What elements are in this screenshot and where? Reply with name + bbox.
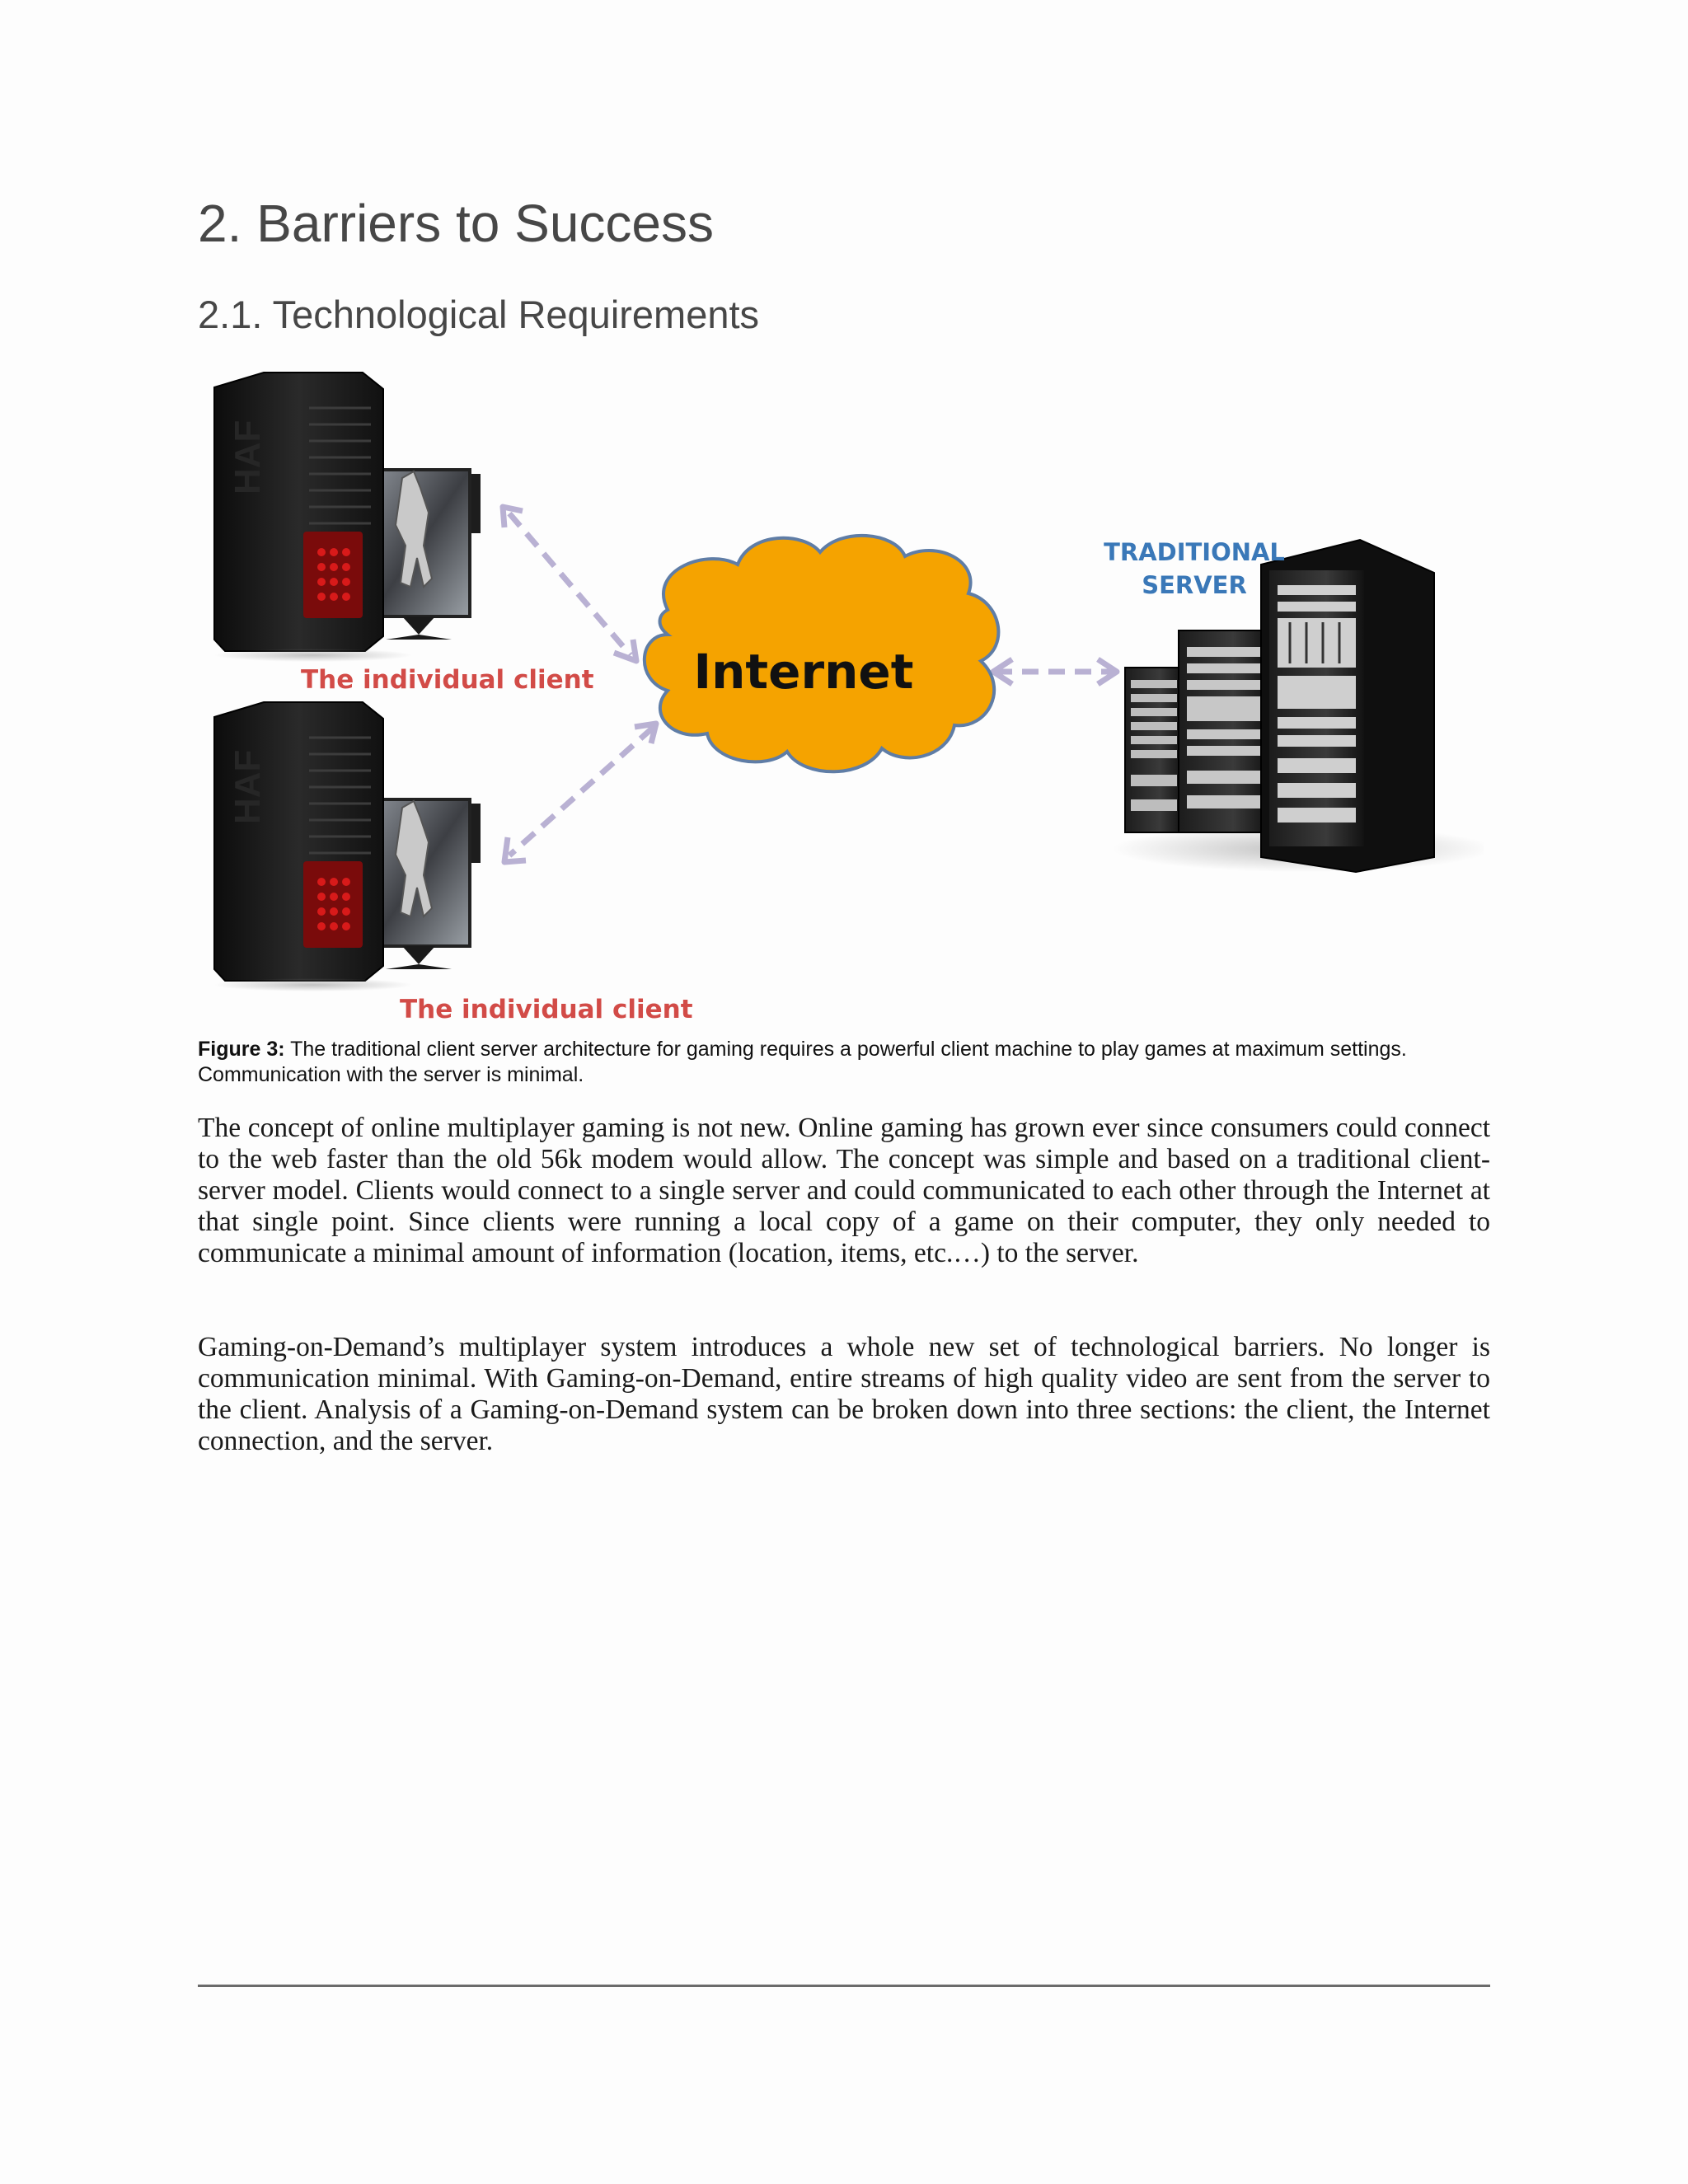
red-fan-grille — [303, 861, 363, 948]
client-server-figure: HAF The individual client — [198, 363, 1484, 1022]
server-rack-large — [1261, 540, 1434, 872]
traditional-server: TRADITIONAL SERVER — [1104, 538, 1484, 872]
monitor-stand — [386, 616, 452, 640]
arrow-top-client — [509, 513, 631, 655]
figure-illustration: HAF The individual client — [198, 363, 1484, 1022]
server-rack-small — [1125, 668, 1183, 832]
cloud-label: Internet — [694, 644, 914, 700]
caption-text: The traditional client server architectu… — [198, 1038, 1407, 1086]
caption-label: Figure 3: — [198, 1038, 285, 1061]
svg-text:HAF: HAF — [227, 750, 268, 824]
server-label-line1: TRADITIONAL — [1104, 538, 1285, 566]
body-paragraph-1: The concept of online multiplayer gaming… — [198, 1113, 1490, 1269]
server-label-line2: SERVER — [1142, 571, 1247, 599]
monitor-stand — [386, 946, 452, 969]
client-computer-bottom: HAF The individual client — [214, 702, 693, 1022]
client-computer-top: HAF The individual client — [214, 373, 594, 695]
client-label-top: The individual client — [301, 665, 594, 695]
subsection-heading: 2.1. Technological Requirements — [198, 293, 759, 336]
body-paragraph-2: Gaming-on-Demand’s multiplayer system in… — [198, 1332, 1490, 1457]
client-label-bottom: The individual client — [400, 995, 693, 1022]
section-heading: 2. Barriers to Success — [198, 194, 714, 252]
svg-text:HAF: HAF — [227, 420, 268, 494]
server-rack-medium — [1179, 630, 1269, 832]
figure-caption: Figure 3: The traditional client server … — [198, 1037, 1492, 1088]
arrow-bottom-client — [509, 728, 653, 855]
red-fan-grille — [303, 532, 363, 618]
footer-rule — [198, 1985, 1490, 1987]
internet-cloud: Internet — [645, 536, 999, 771]
